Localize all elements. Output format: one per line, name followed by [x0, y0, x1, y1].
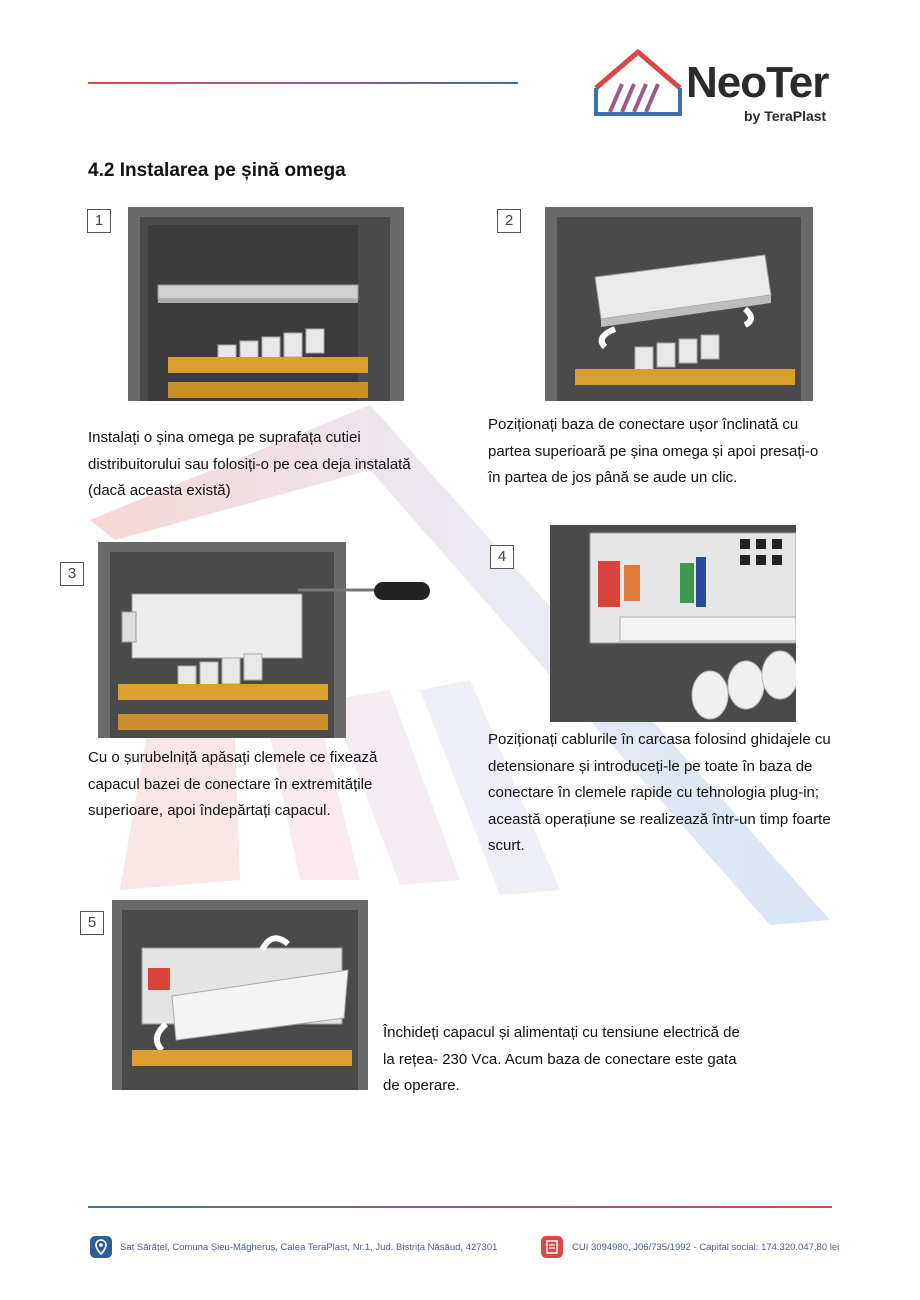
step-3-illustration	[98, 542, 430, 738]
step-1-illustration	[128, 207, 404, 401]
brand-name: NeoTer	[686, 58, 829, 107]
step-2-text: Poziționați baza de conectare ușor încli…	[488, 416, 819, 486]
step-2-number: 2	[497, 209, 521, 233]
document-icon	[541, 1236, 563, 1258]
step-4-illustration	[550, 525, 796, 722]
step-2-illustration	[545, 207, 813, 401]
neoter-logo	[594, 49, 682, 116]
step-4-number: 4	[490, 545, 514, 569]
location-pin-icon	[90, 1236, 112, 1258]
footer-company-info: CUI 3094980, J06/735/1992 - Capital soci…	[572, 1242, 840, 1253]
header-divider	[88, 82, 518, 84]
section-title: 4.2 Instalarea pe șină omega	[88, 160, 346, 181]
step-3-text: Cu o șurubelniță apăsați clemele ce fixe…	[88, 749, 378, 819]
step-5-text: Închideți capacul și alimentați cu tensi…	[383, 1024, 740, 1094]
step-5-number: 5	[80, 911, 104, 935]
brand-subtitle: by TeraPlast	[744, 108, 827, 124]
step-5-illustration	[112, 900, 368, 1090]
step-4-text: Poziționați cablurile în carcasa folosin…	[488, 731, 831, 854]
step-1-text: Instalați o șina omega pe suprafața cuti…	[88, 429, 411, 499]
step-3-number: 3	[60, 562, 84, 586]
step-1-number: 1	[87, 209, 111, 233]
footer-divider	[88, 1206, 832, 1208]
footer-address: Sat Sărățel, Comuna Șieu-Măgheruș, Calea…	[120, 1242, 498, 1253]
